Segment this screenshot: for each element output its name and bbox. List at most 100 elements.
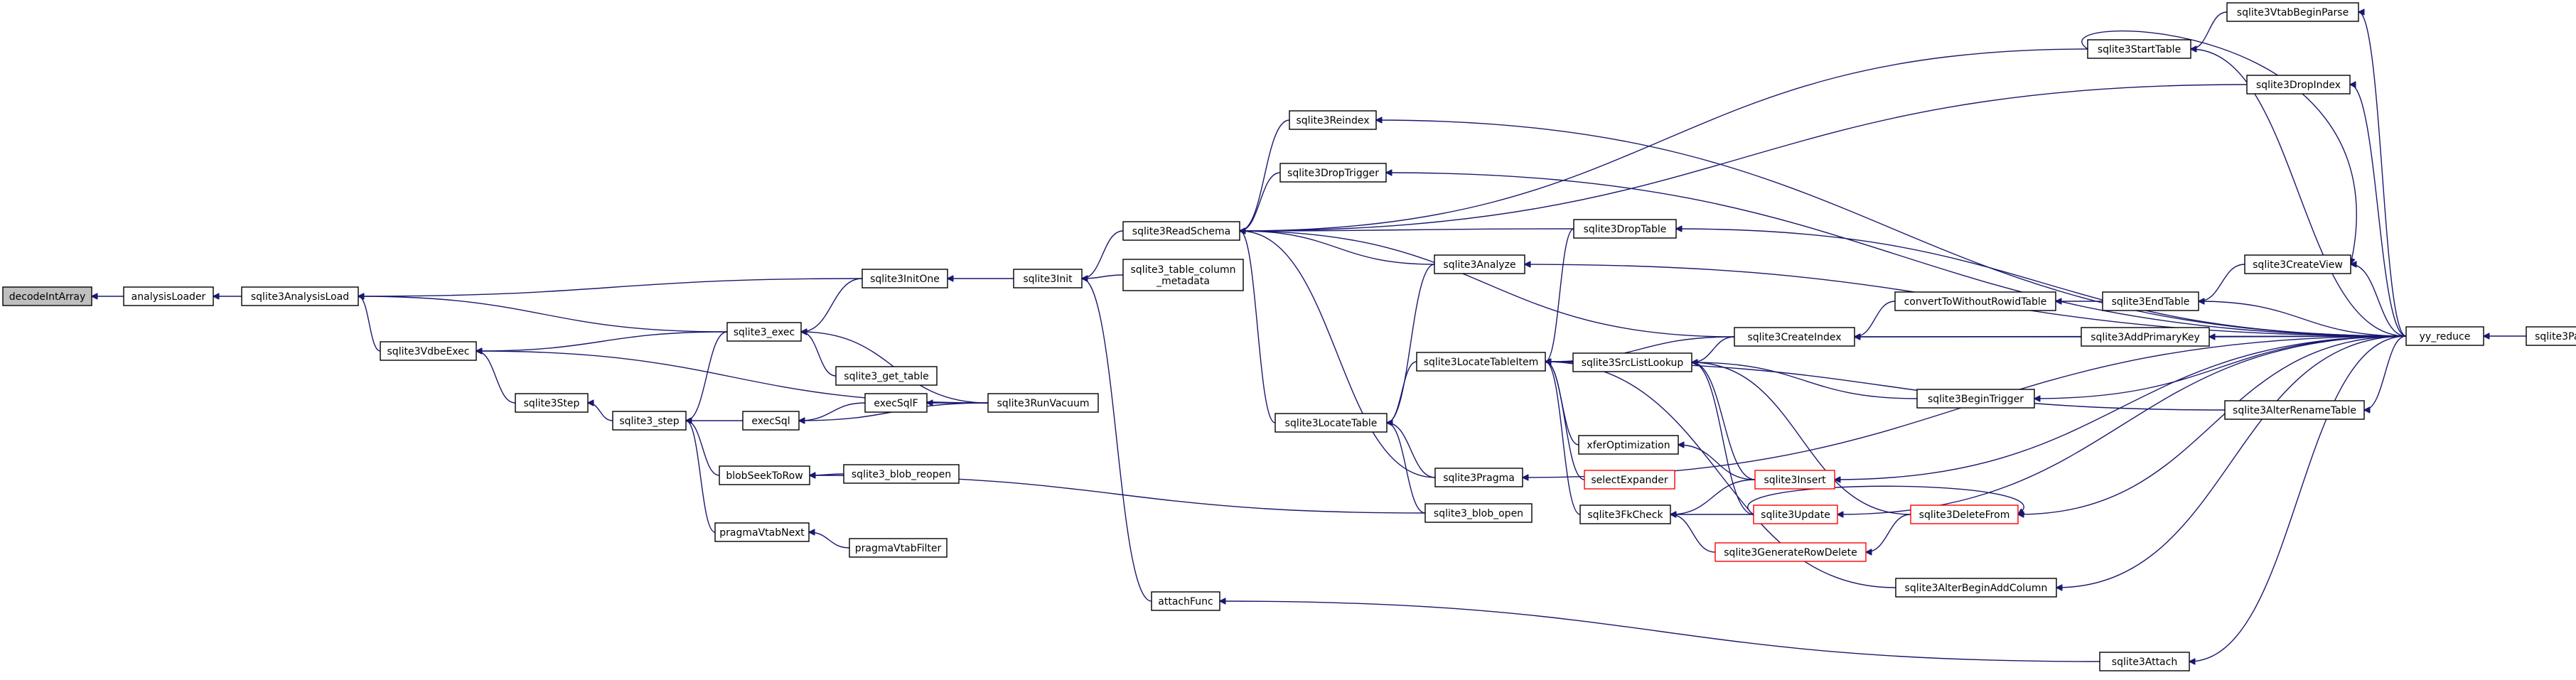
edge-sqlite3-vtab-begin-parse-to-sqlite3-start-table [2191,11,2228,49]
edge-sqlite3-insert-to-sqlite3-fk-check [1670,479,1756,514]
node-exec-sql-f[interactable]: execSqlF [864,393,928,413]
node-sqlite3-delete-from[interactable]: sqlite3DeleteFrom [1910,504,2019,524]
edge-sqlite3-update-to-sqlite3-src-list-lookup [1692,362,1754,515]
edge-pragma-vtab-next-to-sqlite3-step [686,421,716,533]
node-yy-reduce[interactable]: yy_reduce [2405,326,2484,346]
node-sqlite3-vtab-begin-parse[interactable]: sqlite3VtabBeginParse [2226,2,2359,22]
edge-yy-reduce-to-sqlite3-create-view [2351,264,2407,337]
node-sqlite3-analysis-load[interactable]: sqlite3AnalysisLoad [241,286,359,306]
node-sqlite3-reindex[interactable]: sqlite3Reindex [1289,110,1377,130]
node-sqlite3-update[interactable]: sqlite3Update [1753,504,1838,524]
node-box [2526,326,2576,346]
edge-yy-reduce-to-sqlite3-attach [2189,335,2407,662]
node-sqlite3-drop-table[interactable]: sqlite3DropTable [1573,219,1677,239]
node-sqlite3-alter-rename-table[interactable]: sqlite3AlterRenameTable [2224,400,2365,420]
node-label: sqlite3VtabBeginParse [2237,7,2349,18]
node-xfer-optimization[interactable]: xferOptimization [1578,435,1679,455]
node-sqlite3-init-one[interactable]: sqlite3InitOne [862,269,948,288]
node-sqlite3-locate-table[interactable]: sqlite3LocateTable [1274,413,1388,433]
node-sqlite3-create-view[interactable]: sqlite3CreateView [2244,254,2351,274]
node-analysis-loader[interactable]: analysisLoader [123,286,214,306]
node-label: sqlite3BeginTrigger [1928,394,2024,405]
node-sqlite3-blob-reopen[interactable]: sqlite3_blob_reopen [843,464,960,484]
node-label: blobSeekToRow [726,470,803,482]
edge-yy-reduce-to-sqlite3-insert [1835,335,2407,480]
node-blob-seek-to-row[interactable]: blobSeekToRow [719,465,810,485]
node-label: sqlite3InitOne [870,274,940,285]
node-sqlite3-blob-open[interactable]: sqlite3_blob_open [1424,503,1533,523]
node-sqlite3-src-list-lookup[interactable]: sqlite3SrcListLookup [1572,352,1692,372]
node-label: sqlite3Analyze [1443,259,1515,271]
node-sqlite3-insert[interactable]: sqlite3Insert [1754,470,1835,490]
node-sqlite3-pragma[interactable]: sqlite3Pragma [1434,468,1523,487]
node-label: pragmaVtabFilter [855,543,942,554]
edge-sqlite3-pragma-to-sqlite3-read-schema [1240,231,1436,478]
node-box [2244,254,2351,274]
node-sqlite3-attach[interactable]: sqlite3Attach [2099,652,2190,671]
node-sqlite3-read-schema[interactable]: sqlite3ReadSchema [1122,221,1240,241]
edge-yy-reduce-to-sqlite3-start-table [2191,49,2407,337]
node-box [2087,39,2191,59]
node-sqlite3-create-index[interactable]: sqlite3CreateIndex [1734,327,1855,347]
node-label: sqlite3Insert [1764,475,1826,486]
edge-sqlite3-reindex-to-sqlite3-read-schema [1240,119,1290,231]
node-sqlite3-end-table[interactable]: sqlite3EndTable [2102,291,2199,311]
node-sqlite3-parser[interactable]: sqlite3Parser [2526,326,2576,346]
edge-sqlite3-delete-from-to-sqlite3-generate-row-delete [1866,514,1911,552]
edge-yy-reduce-to-sqlite3-drop-trigger [1386,173,2407,337]
edge-convert-to-without-rowid-table-to-sqlite3-create-index [1855,301,1896,337]
node-label: analysisLoader [132,291,206,303]
node-sqlite3-begin-trigger[interactable]: sqlite3BeginTrigger [1916,389,2035,409]
node-box [1289,110,1377,130]
node-box [1734,327,1855,347]
node-decode-int-array[interactable]: decodeIntArray [2,286,92,306]
edge-yy-reduce-to-sqlite3-delete-from [2018,335,2407,514]
node-pragma-vtab-next[interactable]: pragmaVtabNext [714,522,810,542]
node-sqlite3-add-primary-key[interactable]: sqlite3AddPrimaryKey [2081,327,2210,347]
node-sqlite3-drop-index[interactable]: sqlite3DropIndex [2246,75,2351,95]
node-sqlite3-step[interactable]: sqlite3_step [612,411,687,431]
node-sqlite3-fk-check[interactable]: sqlite3FkCheck [1579,504,1671,524]
node-label: sqlite3AlterBeginAddColumn [1905,583,2048,594]
node-label: selectExpander [1591,475,1668,486]
edge-sqlite3-vdbe-exec-to-sqlite3-analysis-load [358,296,381,352]
edge-sqlite3-create-index-to-sqlite3-read-schema [1240,231,1735,338]
node-sqlite3-run-vacuum[interactable]: sqlite3RunVacuum [987,393,1099,413]
edge-pragma-vtab-filter-to-pragma-vtab-next [809,532,850,549]
node-sqlite3-table-column-metadata[interactable]: sqlite3_table_column_metadata [1122,259,1244,291]
node-sqlite3-analyze[interactable]: sqlite3Analyze [1434,254,1525,274]
edge-sqlite3-read-schema-to-sqlite3-init [1082,230,1124,279]
node-box [1434,468,1523,487]
node-box [1424,503,1533,523]
node-box [2,286,92,306]
node-box [1573,219,1677,239]
edge-yy-reduce-to-sqlite3-alter-begin-add-column [2056,335,2407,588]
edge-yy-reduce-to-sqlite3-drop-index [2350,85,2407,337]
node-sqlite3-get-table[interactable]: sqlite3_get_table [835,366,938,386]
node-box [2226,2,2359,22]
node-sqlite3-init[interactable]: sqlite3Init [1013,269,1083,288]
node-attach-func[interactable]: attachFunc [1151,591,1220,611]
node-sqlite3-start-table[interactable]: sqlite3StartTable [2087,39,2191,59]
node-label: xferOptimization [1587,440,1670,451]
node-select-expander[interactable]: selectExpander [1584,470,1675,490]
node-exec-sql[interactable]: execSql [742,411,800,431]
node-box [1754,470,1835,490]
edge-sqlite3-insert-to-sqlite3-src-list-lookup [1692,362,1756,480]
edge-yy-reduce-to-sqlite3-alter-rename-table [2364,335,2407,410]
node-sqlite3-vdbe-exec[interactable]: sqlite3VdbeExec [380,341,477,361]
node-label: sqlite3LocateTable [1285,418,1378,429]
node-sqlite3-drop-trigger[interactable]: sqlite3DropTrigger [1279,163,1387,183]
node-pragma-vtab-filter[interactable]: pragmaVtabFilter [849,538,948,558]
node-sqlite3-locate-table-item[interactable]: sqlite3LocateTableItem [1416,352,1546,372]
node-box [1910,504,2019,524]
node-sqlite3-exec[interactable]: sqlite3_exec [726,322,802,342]
node-box [2099,652,2190,671]
edge-sqlite3-alter-begin-add-column-to-sqlite3-locate-table-item [1545,362,1896,588]
node-sqlite3-generate-row-delete[interactable]: sqlite3GenerateRowDelete [1714,542,1867,562]
node-label: sqlite3Pragma [1443,473,1515,484]
node-sqlite3-step[interactable]: sqlite3Step [515,393,589,413]
node-convert-to-without-rowid-table[interactable]: convertToWithoutRowidTable [1894,291,2056,311]
node-box [2405,326,2484,346]
node-sqlite3-alter-begin-add-column[interactable]: sqlite3AlterBeginAddColumn [1895,578,2057,598]
